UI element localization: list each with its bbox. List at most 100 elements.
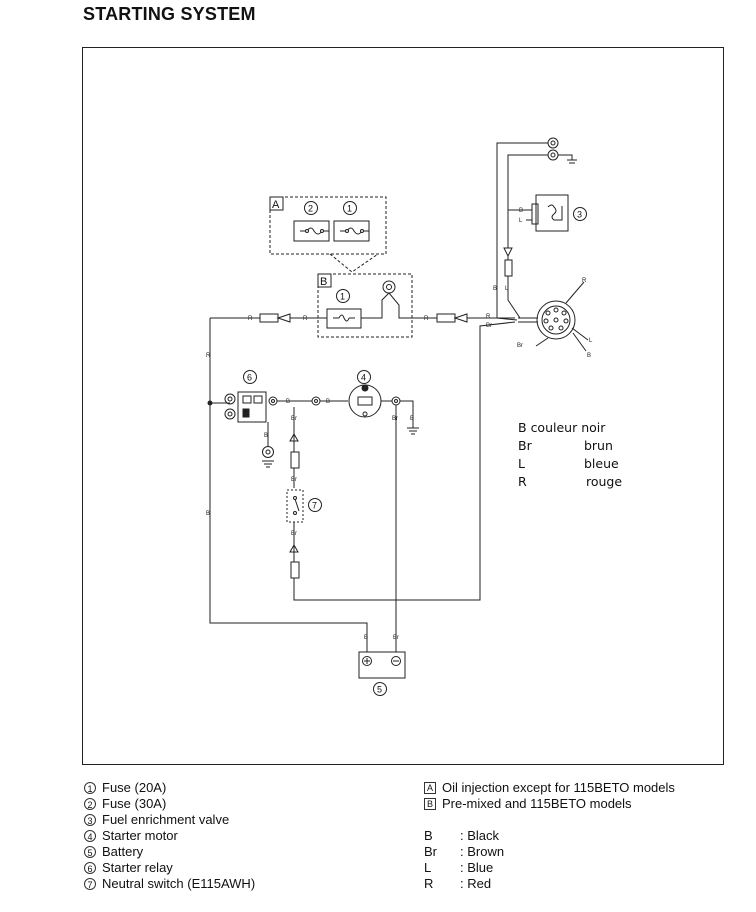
legend-label: Pre-mixed and 115BETO models	[442, 796, 632, 811]
wire-label-br-switch1: Br	[291, 477, 297, 483]
callout-5-num: 5	[377, 685, 382, 695]
callout-6-num: 6	[247, 373, 252, 383]
legend-label: Fuse (30A)	[102, 796, 167, 811]
connector-lower-icon	[290, 561, 300, 579]
legend-item: 6 Starter relay	[84, 860, 255, 876]
callout-1b-num: 1	[340, 292, 345, 302]
fuse-20a-b-icon	[326, 308, 362, 329]
note-text: rouge	[585, 474, 623, 489]
wire-label-b-main: B	[493, 286, 497, 292]
note-code: L	[518, 456, 525, 471]
legend-item: B : Black	[424, 828, 504, 844]
callout-4-num: 4	[361, 373, 366, 383]
callout-7-num: 7	[312, 501, 317, 511]
wire-label-l-valve: L	[519, 218, 523, 224]
wire-label-br-relay: Br	[291, 416, 297, 422]
fuel-enrichment-valve-icon	[531, 194, 569, 232]
note-row-3: L bleue	[518, 456, 619, 471]
legend-num: 5	[84, 846, 96, 858]
note-text: couleur noir	[530, 420, 606, 435]
legend-box: B	[424, 798, 436, 810]
callout-5	[373, 682, 387, 696]
wire-label-b-relay2: B	[264, 433, 268, 439]
legend-label: Starter motor	[102, 828, 178, 843]
legend-code: L	[424, 860, 432, 875]
wire-label-b-left: B	[206, 511, 210, 517]
wire-label-b-relay: B	[286, 399, 290, 405]
box-b-tag	[317, 273, 332, 288]
wire-label-b-motor: B	[326, 399, 330, 405]
box-a-label: A	[272, 199, 280, 211]
models-legend: A Oil injection except for 115BETO models…	[424, 780, 675, 812]
legend-item: 1 Fuse (20A)	[84, 780, 255, 796]
fuse-20a-icon	[333, 220, 370, 242]
legend-box: A	[424, 782, 436, 794]
legend-label: Fuse (20A)	[102, 780, 167, 795]
wire-label-r-4: R	[486, 314, 491, 320]
legend-label: Fuel enrichment valve	[102, 812, 230, 827]
callout-1a	[343, 201, 357, 215]
ground-icon	[407, 427, 419, 435]
legend-num: 6	[84, 862, 96, 874]
wire-label-b-valve: B	[519, 208, 523, 214]
callout-1b	[336, 289, 350, 303]
callout-4	[357, 370, 371, 384]
wire-label-br-batt: Br	[393, 635, 399, 641]
legend-item: R: Red	[424, 876, 504, 892]
legend-code: Br	[424, 844, 437, 859]
wire-label-r-3: R	[424, 316, 429, 322]
wire-label-r-conn: R	[582, 278, 587, 284]
legend-label: : Blue	[460, 860, 494, 875]
legend-num: 3	[84, 814, 96, 826]
legend-label: Battery	[102, 844, 144, 859]
callout-1a-num: 1	[347, 204, 352, 214]
components-legend: 1 Fuse (20A) 2 Fuse (30A) 3 Fuel enrichment…	[84, 780, 255, 892]
callout-6	[243, 370, 257, 384]
legend-item: L : Blue	[424, 860, 504, 876]
box-b	[317, 273, 413, 338]
wire-label-br-switch2: Br	[291, 531, 297, 537]
note-code: B	[518, 420, 527, 435]
legend-label: Starter relay	[102, 860, 173, 875]
callout-3-num: 3	[577, 210, 582, 220]
wire-label-br-1: Br	[486, 323, 492, 329]
legend-item: Br: Brown	[424, 844, 504, 860]
color-legend: B : Black Br: Brown L : Blue R: Red	[424, 828, 504, 892]
legend-code: R	[424, 876, 434, 891]
note-text: bleue	[583, 456, 619, 471]
callout-3	[573, 207, 587, 221]
wire-label-r-left: R	[206, 353, 211, 359]
starter-motor-icon	[348, 384, 382, 418]
note-text: brun	[583, 438, 613, 453]
note-row-1: B couleur noir	[518, 420, 605, 435]
wire-label-b-batt: B	[364, 635, 368, 641]
connector-right-icon	[436, 313, 456, 323]
legend-label: : Black	[460, 828, 500, 843]
legend-code: B	[424, 828, 433, 843]
callout-2	[304, 201, 318, 215]
legend-num: 1	[84, 782, 96, 794]
note-row-4: R rouge	[518, 474, 622, 489]
wire-label-b-ground: B	[410, 416, 414, 422]
connector-upper-icon	[290, 451, 300, 469]
box-b-label: B	[320, 276, 327, 288]
wire-label-l-conn: L	[589, 338, 593, 344]
relay-terminal-icon	[262, 446, 274, 458]
legend-label: Oil injection except for 115BETO models	[442, 780, 675, 795]
legend-item: A Oil injection except for 115BETO models	[424, 780, 675, 796]
box-a-tag	[269, 196, 284, 211]
wire-label-r-1: R	[248, 316, 253, 322]
wire-label-r-2: R	[303, 316, 308, 322]
note-code: Br	[518, 438, 532, 453]
battery-icon	[358, 651, 406, 679]
fuse-30a-icon	[293, 220, 330, 242]
box-a	[269, 196, 387, 255]
legend-num: 2	[84, 798, 96, 810]
wire-label-br-conn: Br	[517, 343, 523, 349]
starter-relay-icon	[224, 391, 278, 423]
box-a-connector	[329, 253, 379, 273]
legend-item: B Pre-mixed and 115BETO models	[424, 796, 675, 812]
diagram-frame	[82, 47, 724, 765]
